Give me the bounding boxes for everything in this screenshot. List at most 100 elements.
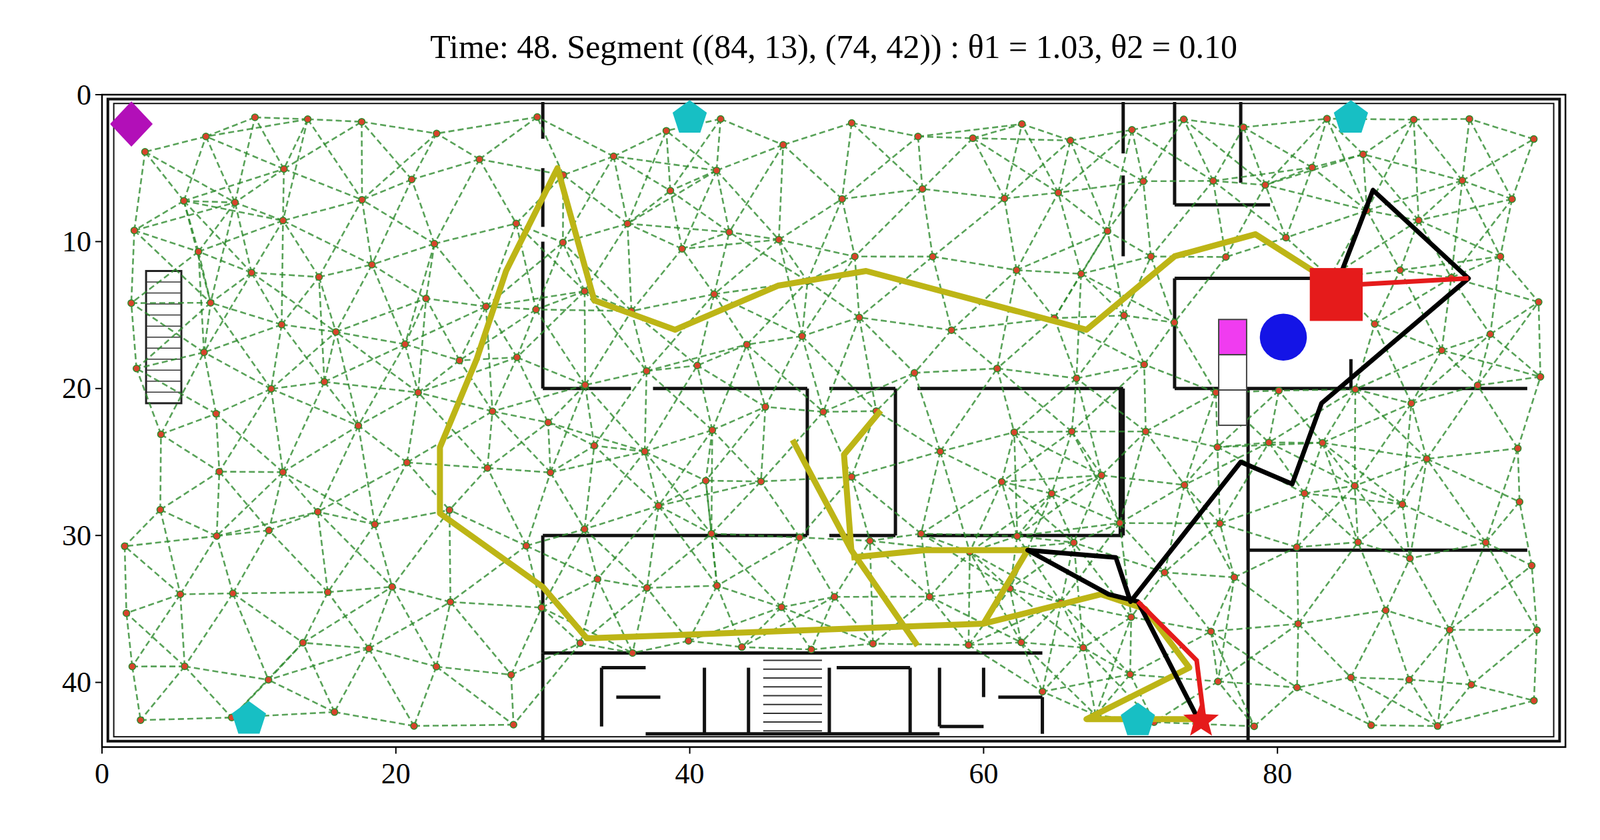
roadmap-edge <box>268 530 328 593</box>
roadmap-edge <box>1296 542 1358 547</box>
roadmap-edge <box>132 665 185 668</box>
roadmap-edge <box>1146 392 1216 432</box>
roadmap-edge <box>511 674 514 725</box>
roadmap-edge <box>778 144 783 240</box>
roadmap-edge <box>1218 624 1298 682</box>
roadmap-edge <box>132 666 140 720</box>
roadmap-node <box>838 195 846 202</box>
roadmap-edge <box>972 124 1022 138</box>
roadmap-edge <box>1076 378 1102 475</box>
roadmap-edge <box>232 530 269 594</box>
roadmap-node <box>948 326 955 334</box>
roadmap-edge <box>859 317 952 330</box>
roadmap-edge <box>216 530 269 536</box>
roadmap-edge <box>1174 257 1226 323</box>
wall <box>982 668 986 698</box>
roadmap-edge <box>1234 547 1297 578</box>
roadmap-edge <box>627 170 717 224</box>
roadmap-node <box>1301 490 1308 497</box>
roadmap-edge <box>807 198 842 281</box>
roadmap-edge <box>140 666 185 721</box>
roadmap-edge <box>336 332 418 393</box>
wall <box>616 695 660 699</box>
roadmap-edge <box>406 392 418 463</box>
roadmap-node <box>582 382 589 389</box>
roadmap-edge <box>271 324 282 389</box>
roadmap-edge <box>1101 475 1120 524</box>
roadmap-edge <box>124 546 181 594</box>
roadmap-edge <box>358 426 376 525</box>
roadmap-edge <box>1354 389 1357 486</box>
shelf-line <box>146 392 182 394</box>
roadmap-node <box>315 273 322 280</box>
roadmap-edge <box>251 272 336 332</box>
roadmap-edge <box>1304 486 1355 494</box>
roadmap-edge <box>711 533 800 538</box>
roadmap-edge <box>970 482 1002 552</box>
roadmap-node <box>624 220 631 227</box>
roadmap-edge <box>336 332 406 344</box>
roadmap-edge <box>1363 154 1419 220</box>
roadmap-edge <box>134 230 198 252</box>
roadmap-edge <box>1437 630 1450 726</box>
roadmap-edge <box>204 352 272 390</box>
roadmap-edge <box>1512 139 1534 200</box>
roadmap-edge <box>392 586 436 667</box>
roadmap-edge <box>1218 681 1254 726</box>
roadmap-edge <box>1143 181 1151 257</box>
roadmap-node <box>914 133 922 140</box>
roadmap-node <box>1308 164 1316 171</box>
roadmap-edge <box>302 642 334 712</box>
roadmap-node <box>708 426 716 434</box>
roadmap-edge <box>778 240 808 282</box>
roadmap-edge <box>1150 255 1226 258</box>
roadmap-edge <box>368 648 414 726</box>
roadmap-edge <box>729 144 784 232</box>
roadmap-edge <box>580 643 632 654</box>
roadmap-edge <box>1358 542 1386 610</box>
roadmap-edge <box>1477 385 1518 448</box>
roadmap-edge <box>670 190 730 232</box>
roadmap-edge <box>716 170 730 233</box>
roadmap-edge <box>1220 442 1269 524</box>
roadmap-node <box>123 610 130 617</box>
roadmap-edge <box>318 512 392 587</box>
wall <box>1239 102 1243 183</box>
roadmap-edge <box>1278 389 1356 391</box>
roadmap-node <box>738 644 746 651</box>
roadmap-edge <box>918 124 1022 137</box>
roadmap-edge <box>1462 139 1534 181</box>
wall <box>1172 102 1176 205</box>
roadmap-edge <box>487 468 550 473</box>
roadmap-edge <box>666 130 670 191</box>
roadmap-edge <box>1402 403 1412 504</box>
roadmap-edge <box>414 724 514 726</box>
roadmap-edge <box>160 434 220 472</box>
roadmap-edge <box>1004 140 1071 199</box>
roadmap-node <box>694 362 701 369</box>
roadmap-edge <box>251 220 283 273</box>
roadmap-edge <box>631 248 682 311</box>
roadmap-node <box>1324 115 1331 122</box>
roadmap-node <box>177 590 184 598</box>
roadmap-edge <box>929 552 970 597</box>
roadmap-edge <box>136 302 211 369</box>
roadmap-node <box>1147 253 1154 260</box>
roadmap-edge <box>1451 199 1512 278</box>
roadmap-edge <box>714 232 730 294</box>
roadmap-edge <box>374 524 392 587</box>
roadmap-node <box>610 153 617 160</box>
roadmap-edge <box>1174 322 1216 393</box>
roadmap-node <box>778 604 785 611</box>
roadmap-node <box>195 248 202 255</box>
roadmap-node <box>1354 538 1362 546</box>
roadmap-edge <box>1355 389 1412 404</box>
roadmap-edge <box>1410 542 1486 559</box>
roadmap-edge <box>720 118 784 145</box>
roadmap-edge <box>1070 140 1108 232</box>
roadmap-edge <box>802 256 855 336</box>
roadmap-edge <box>1131 617 1212 632</box>
stairs <box>763 660 822 732</box>
roadmap-edge <box>282 168 284 220</box>
wall <box>541 653 545 742</box>
